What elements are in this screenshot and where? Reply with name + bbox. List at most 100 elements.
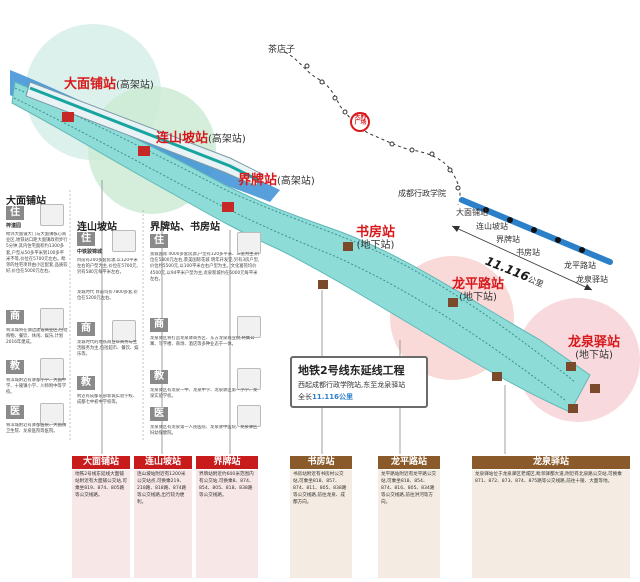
callout-box: 地铁2号线东延线工程 西起成都行政学院站,东至龙泉驿站 全长11.116公里 (290, 356, 428, 408)
label-cdxz: 成都行政学院 (398, 189, 446, 198)
cat-text: 景城国际 4000多套房源,户型有120多平米、三室为主,价位在5800元左右,… (150, 252, 260, 282)
col-body-4: 龙平路站附近有龙平路公交站,可乘坐818、854、874、816、805、834… (378, 470, 440, 578)
book-icon (40, 358, 64, 380)
label-sf: 书房站 (地下站) (356, 225, 396, 252)
station-name: 连山坡站 (156, 131, 209, 146)
col-body-2: 界牌站附近约600米范围内有公交站,可换乘8、874、854、805、818、8… (196, 470, 258, 578)
inset-label: 界牌站 (496, 235, 520, 244)
cart-icon (112, 320, 136, 342)
cart-icon (40, 308, 64, 330)
station-name: 大面铺站 (64, 77, 117, 92)
medical-icon (40, 403, 64, 425)
pillar (566, 362, 576, 371)
building-icon (40, 204, 64, 226)
label-plaza: 天府广场 (354, 113, 367, 127)
pillar (568, 404, 578, 413)
cat-text: 将洋城附近有驿都医院、大面镇卫生院、龙泉医院等医院。 (6, 423, 67, 435)
station-type: (高架站) (277, 176, 315, 187)
inset-stations (483, 207, 585, 253)
inset-label: 龙泉驿站 (576, 275, 608, 284)
station-type: (高架站) (208, 134, 246, 145)
label-jp: 界牌站(高架站) (238, 170, 315, 188)
col-head-5: 龙泉驿站 (472, 456, 630, 469)
track-rail-1 (14, 87, 576, 383)
cat-shang: 商 (6, 310, 24, 324)
cat-text: 龙城时代的地铁商业以商务与生活服务为主,包括超市、餐饮、娱乐等。 (77, 340, 139, 358)
track-bed (11, 81, 591, 413)
col-body-1: 连山坡站附近有1200米公交站点,可换乘219、218路、818路、874路等公… (134, 470, 192, 578)
distance-arrow (451, 225, 593, 291)
station-name: 界牌站 (238, 173, 278, 188)
callout-line1: 西起成都行政学院站,东至龙泉驿站 (298, 381, 406, 389)
cat-zhu: 住 (77, 232, 95, 246)
line2-west-path (284, 51, 461, 206)
station-name: 龙泉驿站 (568, 335, 621, 350)
sub-label: 梓潼园 (6, 223, 22, 229)
cart-icon (237, 316, 261, 338)
cat-text: 龙泉驿区有龙泉第一人民医院、龙泉驿中医院、龙泉驿区妇幼保健院。 (150, 425, 258, 437)
arrow-head (584, 284, 592, 290)
callout-value: 11.116公里 (312, 393, 354, 401)
pillar (590, 384, 600, 393)
label-chadianzi: 茶店子 (268, 45, 296, 55)
cat-text: 龙城时代 目前均价7800多套,价位在5200元左右。 (77, 290, 138, 302)
panel-title-jp-sf: 界牌站、书房站 (150, 222, 220, 233)
plaza-marker (350, 112, 370, 132)
col-head-3: 书房站 (290, 456, 352, 469)
dashed-stations (304, 63, 461, 191)
label-lp: 龙平路站 (地下站) (452, 277, 505, 304)
pillar (318, 280, 328, 289)
cat-jiao: 教 (6, 360, 24, 374)
col-head-0: 大面铺站 (72, 456, 130, 469)
station-type: (地下站) (575, 350, 613, 362)
inset-label: 书房站 (516, 248, 540, 257)
panel-title-lsp: 连山坡站 (77, 222, 117, 233)
cat-text: 龙泉驿区将打造龙泉驿商务区、东方龙泉商业街,将集公寓、写字楼、商场、酒店等多种业… (150, 336, 255, 348)
cat-yi: 医 (6, 405, 24, 419)
label-lsp: 连山坡站(高架站) (156, 128, 246, 146)
col-head-4: 龙平路站 (378, 456, 440, 469)
pillar (222, 202, 234, 212)
col-body-0: 地铁2号线东延线大面铺站附近有大面铺公交站,可乘坐819、874、805路等公交… (72, 470, 130, 578)
inset-label: 龙平路站 (564, 261, 596, 270)
cat-text: 附近有成都东部新城实验学校、成都七中初中学校等。 (77, 394, 138, 406)
track-rail-2 (13, 97, 566, 401)
cat-zhu: 住 (6, 206, 24, 220)
cat-shang: 商 (77, 322, 95, 336)
callout-prefix: 全长 (298, 393, 312, 401)
cat-yi: 医 (150, 407, 168, 421)
arrow-head (452, 226, 460, 232)
label-lqy: 龙泉驿站 (地下站) (568, 335, 621, 362)
sub-label: 中铁骏锦城 (77, 249, 103, 255)
station-name: 书房站 (356, 225, 396, 240)
col-head-2: 界牌站 (196, 456, 258, 469)
station-type: (地下站) (459, 292, 497, 304)
cat-text: 目前有200多套房源,以120平米左右的户型为主,价位在5700元,另有580元… (77, 258, 138, 276)
station-name: 龙平路站 (452, 277, 505, 292)
inset-label: 大面铺站 (456, 208, 488, 217)
pillar (138, 146, 150, 156)
pillar (448, 298, 458, 307)
train-stripe (29, 86, 259, 182)
cat-shang: 商 (150, 318, 168, 332)
col-body-3: 书房站附近有书房村公交站,可乘坐818、857、874、811、805、838路… (290, 470, 352, 578)
cat-text: 毗邻大面铺大门与大面镇核心商业区,地铁站口距大面镇政府步行5分钟,其内住宅面积约… (6, 232, 68, 275)
cat-zhu: 住 (150, 234, 168, 248)
panel-title-dmp: 大面铺站 (6, 196, 46, 207)
cat-text: 将洋城附近有驿都小学、大面中学、十陵镇小学、川师附中等学校。 (6, 378, 67, 396)
building-icon (112, 230, 136, 252)
building-icon (237, 232, 261, 254)
callout-title: 地铁2号线东延线工程 (298, 364, 405, 377)
col-head-1: 连山坡站 (134, 456, 192, 469)
cat-text: 龙泉驿区有龙泉一中、龙泉中学、龙泉驿区第一小学、龙泉实验学校。 (150, 388, 258, 400)
medical-icon (237, 405, 261, 427)
pillar (343, 242, 353, 251)
cat-jiao: 教 (77, 376, 95, 390)
pillar (62, 112, 74, 122)
station-type: (地下站) (356, 240, 395, 252)
station-type: (高架站) (116, 80, 154, 91)
inset-label: 连山坡站 (476, 222, 508, 231)
cat-text: 将洋城将在镇边建设商业区,包括购物、餐饮、休闲、娱乐,计划2016年建成。 (6, 328, 68, 346)
callout-line2: 全长11.116公里 (298, 392, 353, 402)
